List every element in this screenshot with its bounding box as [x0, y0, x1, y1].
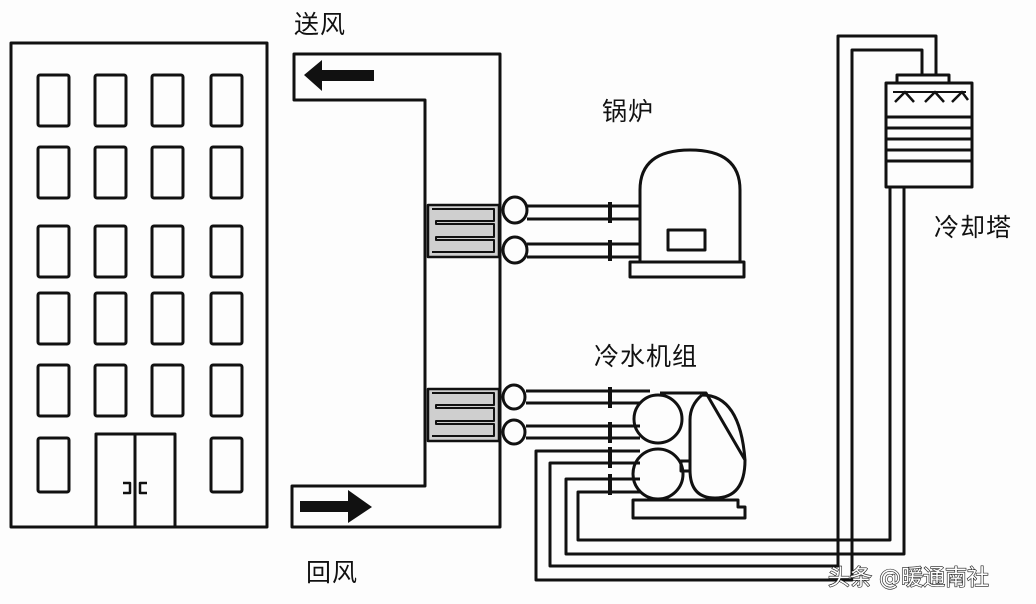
building-window	[36, 73, 71, 128]
building-window	[36, 291, 71, 346]
building-window	[209, 436, 244, 494]
building-window	[93, 73, 128, 128]
cooling-coil	[426, 387, 501, 443]
pumps	[501, 195, 529, 446]
building-window	[150, 224, 185, 279]
boiler	[628, 148, 746, 279]
building-windows	[36, 73, 244, 494]
building-window	[93, 291, 128, 346]
chiller-label: 冷水机组	[594, 342, 699, 371]
pump-boiler-1	[501, 195, 529, 225]
boiler-label: 锅炉	[602, 97, 655, 126]
building-window	[36, 363, 71, 418]
building-window	[150, 145, 185, 200]
supply-air-arrow-icon	[304, 60, 374, 91]
pump-boiler-2	[501, 235, 529, 265]
building-window	[93, 363, 128, 418]
building-window	[36, 145, 71, 200]
building-window	[209, 363, 244, 418]
cooling-tower-label: 冷却塔	[934, 213, 1013, 242]
building-window	[150, 363, 185, 418]
building-window	[209, 291, 244, 346]
building	[9, 41, 269, 529]
pump-chiller-2	[501, 418, 527, 446]
boiler-pipes	[527, 202, 640, 261]
return-air-arrow-icon	[300, 490, 372, 523]
condenser-water-pipes	[534, 34, 938, 582]
building-window	[36, 436, 71, 494]
duct-outline	[290, 52, 502, 529]
supply-air-label: 送风	[294, 10, 347, 39]
heating-coil	[426, 203, 501, 259]
air-duct	[290, 52, 502, 529]
building-window	[150, 291, 185, 346]
building-window	[93, 224, 128, 279]
building-window	[209, 73, 244, 128]
building-window	[209, 224, 244, 279]
watermark: 头条 @暖通南社	[827, 565, 989, 591]
return-air-label: 回风	[306, 558, 359, 587]
building-window	[36, 224, 71, 279]
building-window	[209, 145, 244, 200]
door-handles	[123, 481, 147, 495]
building-outline	[9, 41, 269, 529]
cooling-tower	[884, 73, 974, 189]
building-window	[93, 145, 128, 200]
pump-chiller-1	[501, 383, 527, 411]
building-window	[150, 73, 185, 128]
chiller-unit	[631, 391, 747, 520]
